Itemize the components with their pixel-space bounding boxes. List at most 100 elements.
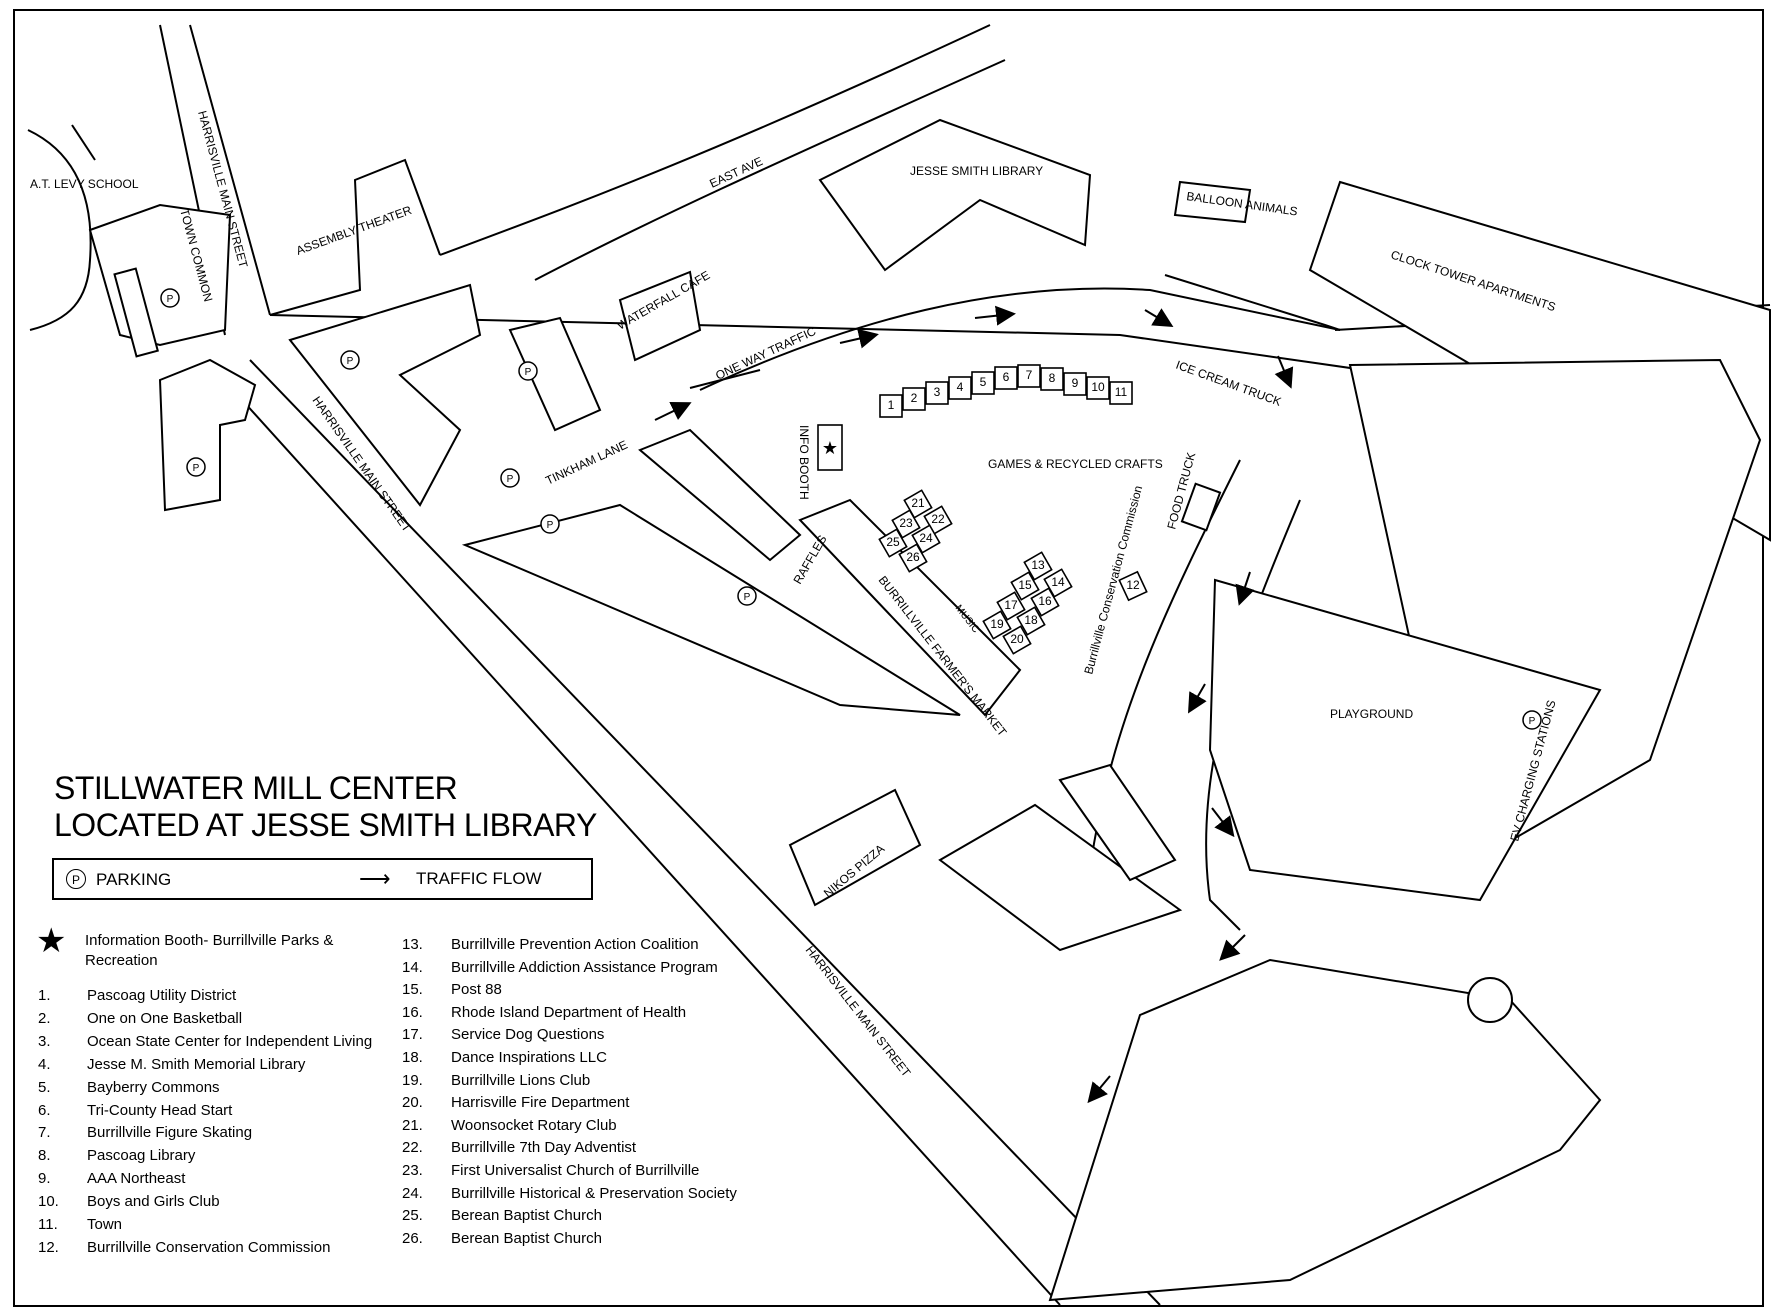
vendor-name: Burrillville 7th Day Adventist	[451, 1139, 637, 1157]
vendor-number: 21.	[402, 1116, 423, 1134]
vendor-name: Service Dog Questions	[451, 1026, 605, 1044]
vendor-number: 15.	[402, 981, 423, 999]
booth-23: 23	[899, 516, 913, 530]
vendor-name: Burrillville Conservation Commission	[87, 1238, 331, 1256]
title-line-2: LOCATED AT JESSE SMITH LIBRARY	[54, 807, 597, 843]
map-title: STILLWATER MILL CENTER LOCATED AT JESSE …	[54, 770, 597, 844]
booth-10: 10	[1091, 380, 1105, 394]
vendor-name: Berean Baptist Church	[451, 1207, 602, 1225]
booth-11: 11	[1115, 385, 1128, 399]
traffic-arrows	[654, 305, 1294, 1104]
booth-13: 13	[1031, 558, 1045, 572]
vendor-number: 11.	[38, 1216, 58, 1233]
vendor-number: 20.	[402, 1094, 423, 1112]
vendor-number: 3.	[38, 1032, 51, 1050]
info-booth-legend-entry: ★ Information Booth- Burrillville Parks …	[36, 924, 396, 970]
booth-4: 4	[957, 380, 964, 394]
parking-marker: P	[507, 474, 514, 485]
vendor-name: Ocean State Center for Independent Livin…	[87, 1032, 373, 1050]
vendor-list-right: 13. Burrillville Prevention Action Coalit…	[402, 923, 802, 1247]
vendor-name: Boys and Girls Club	[87, 1193, 220, 1211]
label-tinkham-lane: TINKHAM LANE	[543, 438, 629, 488]
booth-9: 9	[1072, 376, 1079, 390]
booth-21: 21	[911, 496, 925, 510]
booth-16: 16	[1038, 594, 1052, 608]
parking-marker: P	[347, 356, 354, 367]
parking-marker: P	[1529, 716, 1536, 727]
vendor-number: 25.	[402, 1207, 423, 1225]
parking-markers: P P P P P P P P	[160, 288, 1542, 730]
parking-marker: P	[525, 367, 532, 378]
vendor-name: One on One Basketball	[87, 1009, 243, 1027]
label-info-booth: INFO BOOTH	[797, 425, 811, 500]
booth-1: 1	[888, 398, 895, 412]
info-booth-entry-label: Information Booth- Burrillville Parks & …	[85, 932, 334, 969]
vendor-name: Burrillville Historical & Preservation S…	[451, 1184, 737, 1202]
legend-box: P PARKING ⟶ TRAFFIC FLOW	[52, 858, 593, 900]
booth-24: 24	[919, 531, 933, 545]
booth-7: 7	[1026, 368, 1033, 382]
vendor-number: 7.	[38, 1124, 51, 1142]
label-jesse-smith-library: JESSE SMITH LIBRARY	[910, 164, 1043, 178]
vendor-number: 6.	[38, 1101, 51, 1119]
vendor-number: 9.	[38, 1170, 51, 1188]
vendor-number: 5.	[38, 1078, 51, 1096]
booth-8: 8	[1049, 371, 1056, 385]
booth-6: 6	[1003, 370, 1010, 384]
vendor-name: First Universalist Church of Burrillvill…	[451, 1162, 700, 1179]
booth-25: 25	[886, 535, 900, 549]
vendor-number: 12.	[38, 1238, 59, 1256]
vendor-name: Dance Inspirations LLC	[451, 1049, 607, 1066]
vendor-name: Tri-County Head Start	[87, 1101, 233, 1119]
map-frame	[13, 9, 1764, 1307]
vendor-name: AAA Northeast	[87, 1170, 186, 1188]
booth-26: 26	[906, 550, 920, 564]
vendor-number: 8.	[38, 1147, 51, 1165]
parking-marker: P	[547, 520, 554, 531]
booths: 1 2 3 4 5 6 7 8 9 10 11 12 13 14 15 16 1…	[878, 364, 1148, 655]
label-playground: PLAYGROUND	[1330, 707, 1413, 721]
booth-2: 2	[911, 391, 918, 405]
vendor-name: Burrillville Prevention Action Coalition	[451, 936, 699, 953]
vendor-number: 4.	[38, 1055, 51, 1073]
booth-22: 22	[931, 512, 945, 526]
vendor-name: Woonsocket Rotary Club	[451, 1116, 617, 1134]
legend-traffic-label: TRAFFIC FLOW	[416, 869, 542, 888]
booth-5: 5	[980, 375, 987, 389]
vendor-name: Berean Baptist Church	[451, 1229, 602, 1247]
vendor-name: Rhode Island Department of Health	[451, 1003, 687, 1021]
booth-19: 19	[990, 617, 1004, 631]
booth-20: 20	[1010, 632, 1024, 646]
vendor-name: Burrillville Addiction Assistance Progra…	[451, 958, 718, 976]
vendor-number: 24.	[402, 1184, 423, 1202]
parking-marker: P	[193, 463, 200, 474]
booth-17: 17	[1004, 598, 1018, 612]
vendor-number: 10.	[38, 1193, 59, 1211]
vendor-number: 18.	[402, 1049, 423, 1066]
vendor-name: Town	[87, 1216, 123, 1233]
title-line-1: STILLWATER MILL CENTER	[54, 770, 458, 806]
booth-18: 18	[1024, 613, 1038, 627]
vendor-name: Burrillville Figure Skating	[87, 1124, 253, 1142]
vendor-number: 16.	[402, 1003, 423, 1021]
label-raffles: RAFFLES	[790, 533, 829, 587]
info-booth-marker: ★	[817, 424, 843, 471]
label-games-crafts: GAMES & RECYCLED CRAFTS	[988, 457, 1163, 471]
vendor-name: Burrillville Lions Club	[451, 1071, 591, 1089]
booth-3: 3	[934, 385, 941, 399]
info-star-icon: ★	[822, 438, 838, 458]
vendor-name: Pascoag Utility District	[87, 987, 237, 1004]
booth-14: 14	[1051, 575, 1065, 589]
booth-15: 15	[1018, 578, 1032, 592]
vendor-number: 14.	[402, 958, 423, 976]
vendor-number: 22.	[402, 1139, 423, 1157]
buildings	[88, 118, 1771, 1302]
vendor-name: Bayberry Commons	[87, 1078, 220, 1096]
legend-parking-label: PARKING	[96, 870, 172, 889]
vendor-number: 13.	[402, 936, 423, 953]
vendor-name: Harrisville Fire Department	[451, 1094, 630, 1112]
vendor-number: 26.	[402, 1229, 423, 1247]
vendor-number: 23.	[402, 1162, 423, 1179]
